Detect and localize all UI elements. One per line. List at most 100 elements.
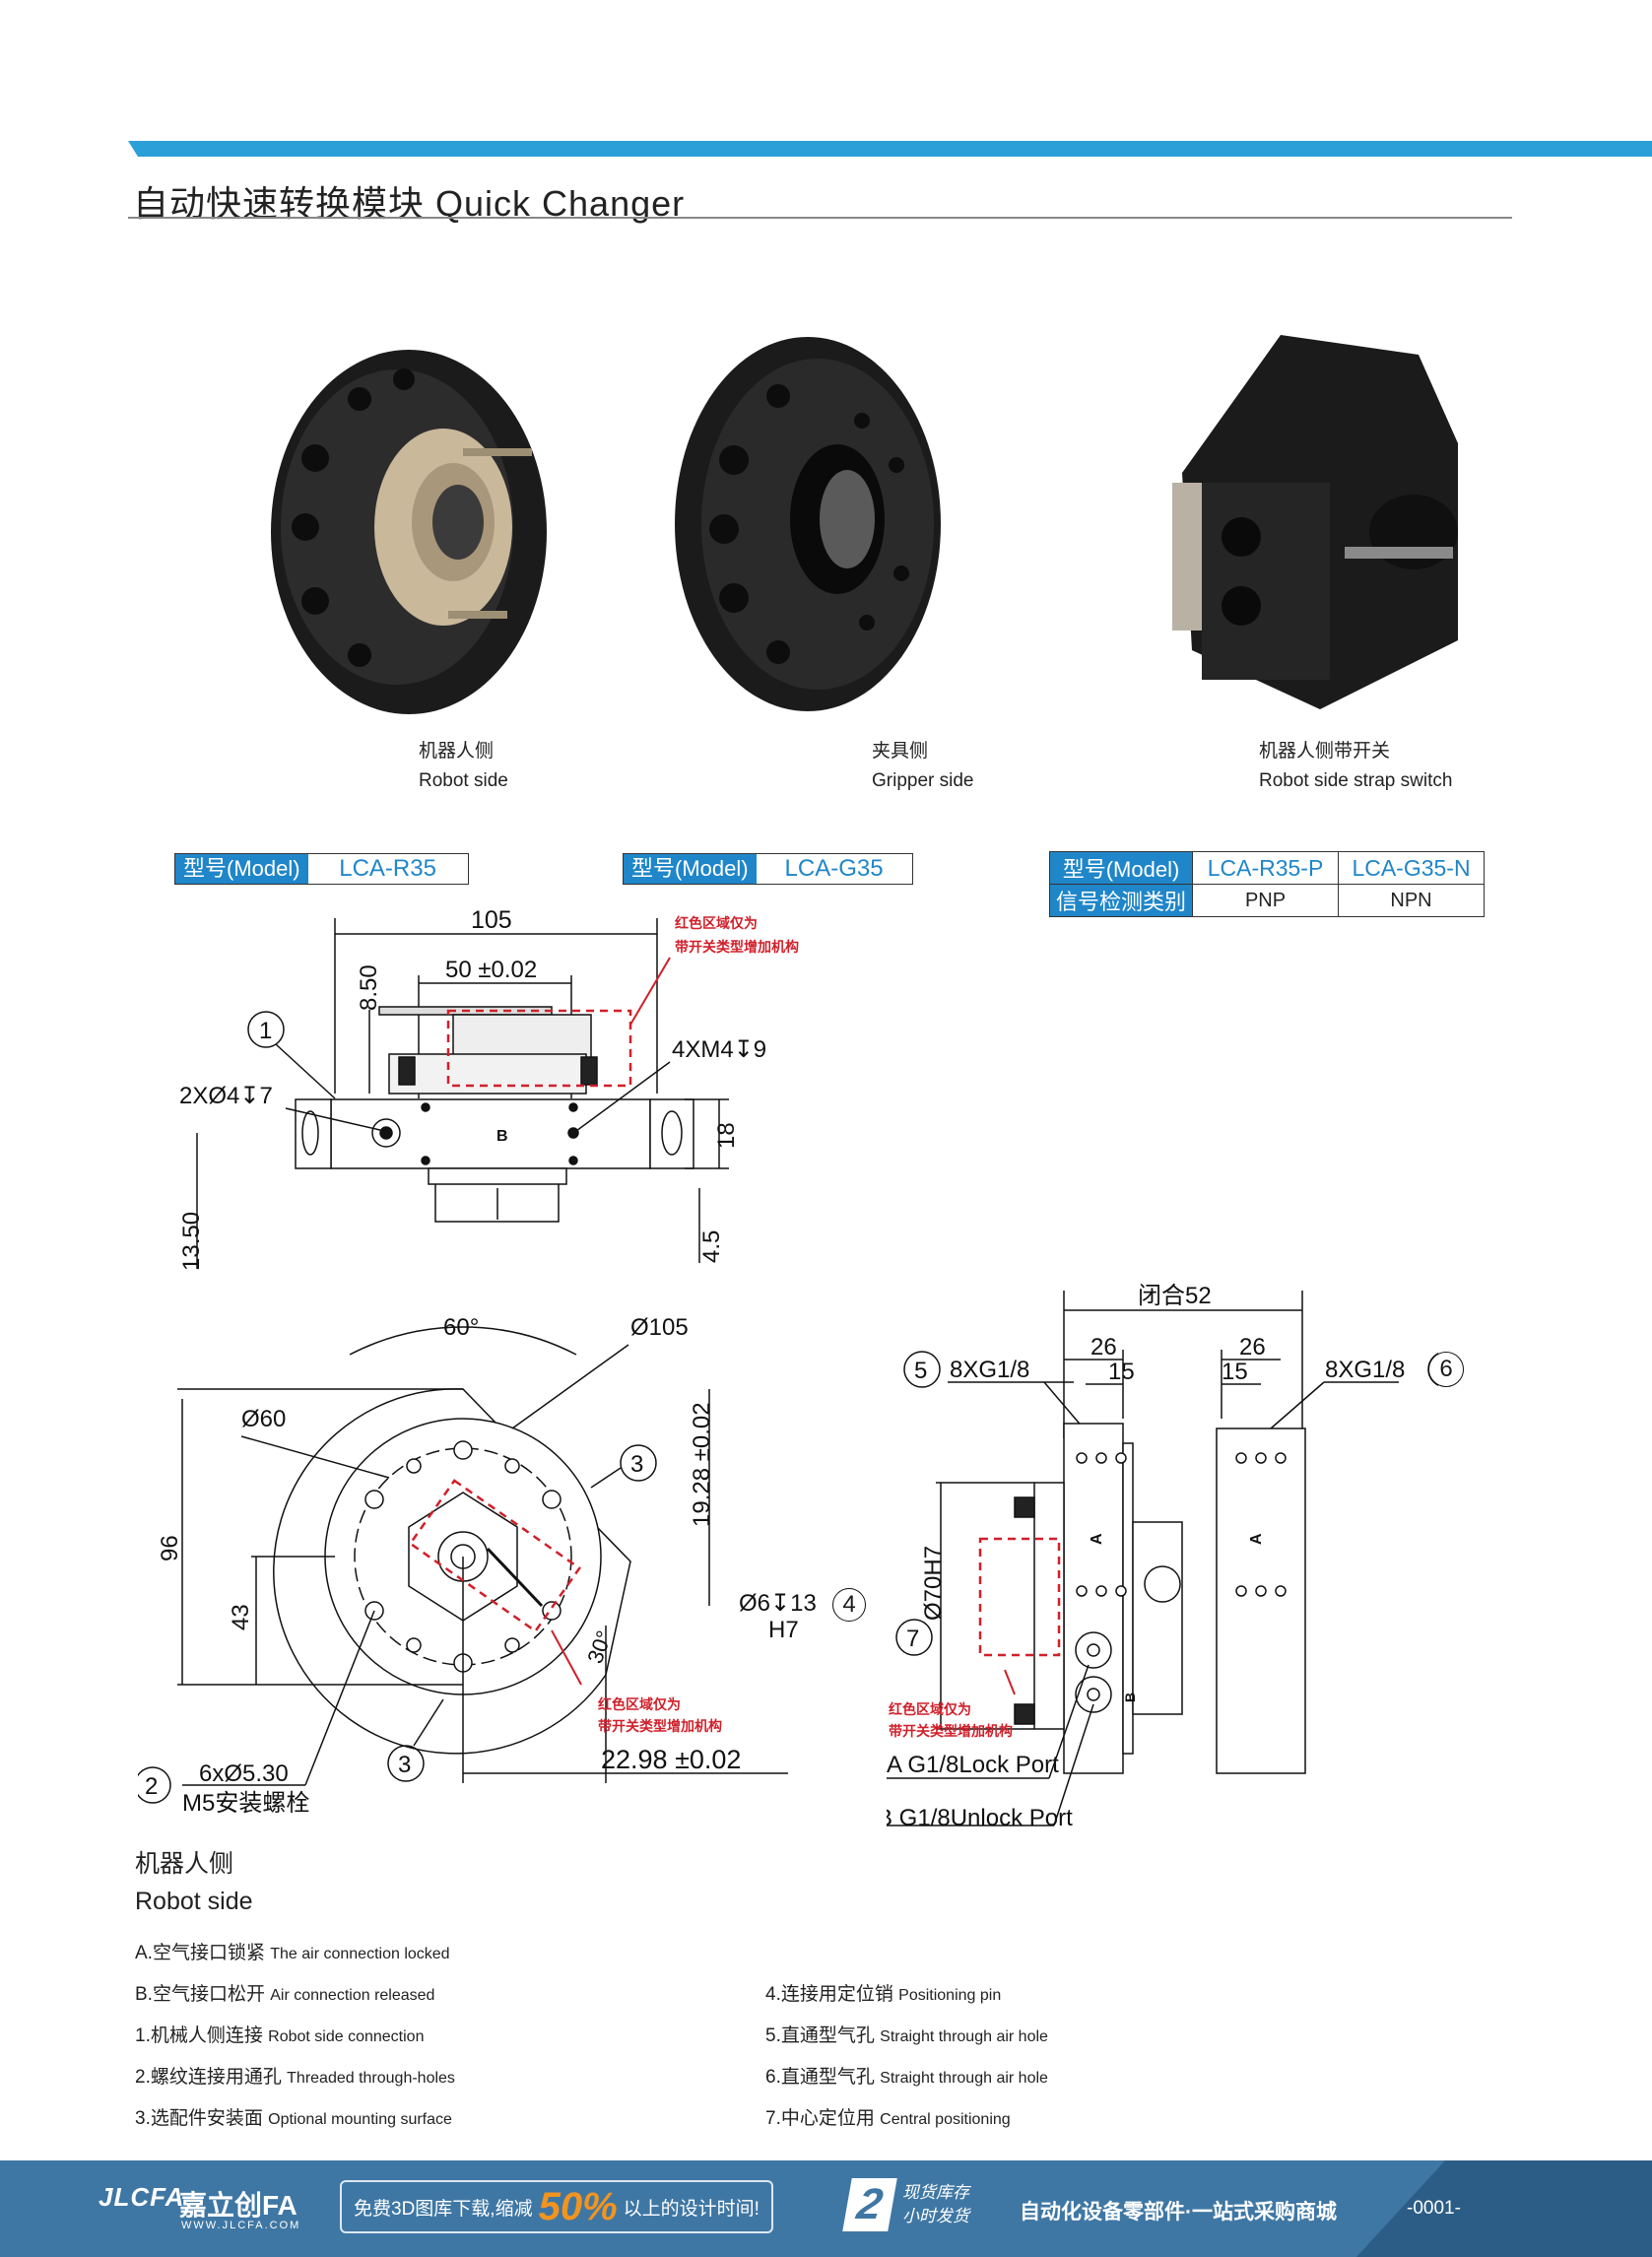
dim-height-total: 96 <box>157 1535 183 1561</box>
dim-right-bottom: 4.5 <box>698 1230 725 1263</box>
caption-gripper-side: 夹具侧 Gripper side <box>872 737 974 796</box>
face-a-left: A <box>1089 1533 1105 1545</box>
table-type-pnp: PNP <box>1192 884 1340 917</box>
dim-offset-v: 19.28 ±0.02 <box>689 1402 715 1527</box>
callout-2: 2 <box>145 1773 158 1800</box>
dim-bolt-desc: M5安装螺栓 <box>182 1790 309 1817</box>
dim-hole-spacing: 50 ±0.02 <box>445 957 537 983</box>
callout-1: 1 <box>259 1018 272 1044</box>
caption-cn: 机器人侧带开关 <box>1259 741 1391 762</box>
dim-15-left: 15 <box>1108 1359 1135 1385</box>
ship-hours: 2 <box>842 2178 897 2231</box>
photo-gripper-side <box>665 327 951 721</box>
dim-width: 105 <box>471 906 512 934</box>
model-label: 型号(Model) <box>624 854 757 884</box>
photo-robot-side <box>261 340 557 719</box>
dim-offset-h: 22.98 ±0.02 <box>601 1745 741 1774</box>
legend-item: 1.机械人侧连接 Robot side connection <box>135 2025 425 2046</box>
logo-name: 嘉立创FA <box>179 2190 297 2221</box>
face-b: B <box>1122 1693 1138 1702</box>
fast-ship-badge: 2 现货库存 小时发货 <box>842 2178 969 2231</box>
legend-item: A.空气接口锁紧 The air connection locked <box>135 1943 450 1963</box>
ship-line-1: 现货库存 <box>902 2183 969 2202</box>
drawing-front-view: 105 50 ±0.02 8.50 B 18 13.50 4.5 2XØ4↧7 … <box>167 896 877 1281</box>
caption-strap-switch: 机器人侧带开关 Robot side strap switch <box>1259 737 1452 796</box>
page-number: -0001- <box>1407 2198 1461 2219</box>
logo-url: WWW.JLCFA.COM <box>181 2220 301 2231</box>
caption-en: Robot side strap switch <box>1259 770 1453 791</box>
model-value: LCA-G35 <box>756 854 912 884</box>
callout-3-lower: 3 <box>398 1752 411 1778</box>
legend-item: 3.选配件安装面 Optional mounting surface <box>135 2108 452 2129</box>
dim-thread: 4XM4↧9 <box>672 1036 766 1063</box>
ship-line-2: 小时发货 <box>902 2207 969 2225</box>
callout-7: 7 <box>906 1626 919 1652</box>
callout-6: 6 <box>1428 1352 1464 1387</box>
footer-accent <box>1356 2160 1652 2257</box>
dim-dia-outer: Ø105 <box>630 1314 689 1341</box>
legend-item: 4.连接用定位销 Positioning pin <box>765 1984 1002 2005</box>
brand-logo[interactable]: JLCFA 嘉立创FA WWW.JLCFA.COM <box>99 2182 298 2231</box>
section-heading: 机器人侧 Robot side <box>135 1845 253 1920</box>
body-mark-b: B <box>496 1128 508 1145</box>
dim-15-right: 15 <box>1222 1359 1248 1385</box>
face-a-right: A <box>1248 1533 1265 1545</box>
note-line-2: 带开关类型增加机构 <box>598 1718 722 1735</box>
legend-item: 7.中心定位用 Central positioning <box>765 2108 1011 2129</box>
dim-dia-pcd: Ø60 <box>241 1406 286 1432</box>
dim-height-body: 18 <box>713 1122 740 1149</box>
dim-pin-fit: H7 <box>768 1617 799 1643</box>
section-en: Robot side <box>135 1888 253 1915</box>
callout-3-upper: 3 <box>630 1451 643 1478</box>
table-type-label: 信号检测类别 <box>1048 884 1194 917</box>
drawing-top-view: 96 43 60° Ø105 Ø60 19.28 ±0.02 3 Ø6↧13 H… <box>138 1291 847 1842</box>
note-line-2: 带开关类型增加机构 <box>889 1723 1013 1740</box>
dim-closed: 闭合52 <box>1138 1283 1212 1309</box>
caption-en: Gripper side <box>872 770 974 791</box>
dim-bore: Ø70H7 <box>920 1546 947 1621</box>
dim-height-center: 43 <box>228 1604 254 1630</box>
legend-right: 4.连接用定位销 Positioning pin 5.直通型气孔 Straigh… <box>765 1974 1048 2140</box>
dim-26-right: 26 <box>1239 1334 1266 1361</box>
note-line-2: 带开关类型增加机构 <box>675 939 799 956</box>
drawing-side-view: 闭合52 26 15 26 15 5 8XG1/8 8XG1/8 A A <box>887 1281 1438 1832</box>
logo-mark: JLCFA <box>99 2182 185 2212</box>
dim-angle-top: 60° <box>443 1314 479 1341</box>
port-a: A G1/8Lock Port <box>887 1752 1059 1778</box>
legend-item: 2.螺纹连接用通孔 Threaded through-holes <box>135 2067 455 2088</box>
note-line-1: 红色区域仅为 <box>889 1701 971 1718</box>
legend-item: 5.直通型气孔 Straight through air hole <box>765 2025 1048 2046</box>
promo-percent: 50% <box>538 2184 618 2228</box>
footer-slogan: 自动化设备零部件·一站式采购商城 <box>1020 2201 1337 2224</box>
dim-bolt-holes: 6xØ5.30 <box>199 1760 289 1787</box>
dim-port-left: 8XG1/8 <box>950 1357 1029 1383</box>
footer-banner: JLCFA 嘉立创FA WWW.JLCFA.COM 免费3D图库下载,缩减 50… <box>0 2160 1652 2257</box>
table-model-p: LCA-R35-P <box>1192 851 1340 885</box>
legend-item: 6.直通型气孔 Straight through air hole <box>765 2067 1048 2088</box>
caption-en: Robot side <box>419 770 508 791</box>
dim-left-hole: 2XØ4↧7 <box>179 1083 273 1109</box>
section-cn: 机器人侧 <box>135 1850 234 1878</box>
legend-left: A.空气接口锁紧 The air connection locked B.空气接… <box>135 1933 455 2140</box>
model-tag-robot: 型号(Model) LCA-R35 <box>174 853 469 885</box>
note-line-1: 红色区域仅为 <box>598 1696 681 1713</box>
dim-26-left: 26 <box>1090 1334 1117 1361</box>
dim-height-top: 8.50 <box>356 964 382 1011</box>
dim-pin: Ø6↧13 <box>739 1590 817 1617</box>
promo-box[interactable]: 免费3D图库下载,缩减 50% 以上的设计时间! <box>340 2180 773 2233</box>
model-tag-gripper: 型号(Model) LCA-G35 <box>623 853 913 885</box>
photo-strap-switch <box>1162 325 1478 719</box>
header-accent-bar <box>128 141 1652 157</box>
caption-cn: 夹具侧 <box>872 741 929 762</box>
callout-4: 4 <box>832 1588 866 1622</box>
legend-item: B.空气接口松开 Air connection released <box>135 1984 435 2005</box>
switch-model-table: 型号(Model) LCA-R35-P LCA-G35-N 信号检测类别 PNP… <box>1048 851 1486 917</box>
model-value: LCA-R35 <box>307 854 468 884</box>
dim-left-bottom: 13.50 <box>178 1212 205 1271</box>
promo-text-pre: 免费3D图库下载,缩减 <box>354 2198 533 2220</box>
model-label: 型号(Model) <box>175 854 308 884</box>
table-model-n: LCA-G35-N <box>1338 851 1486 885</box>
table-type-npn: NPN <box>1338 884 1486 917</box>
caption-robot-side: 机器人侧 Robot side <box>419 737 508 796</box>
promo-text-post: 以上的设计时间! <box>623 2198 760 2220</box>
